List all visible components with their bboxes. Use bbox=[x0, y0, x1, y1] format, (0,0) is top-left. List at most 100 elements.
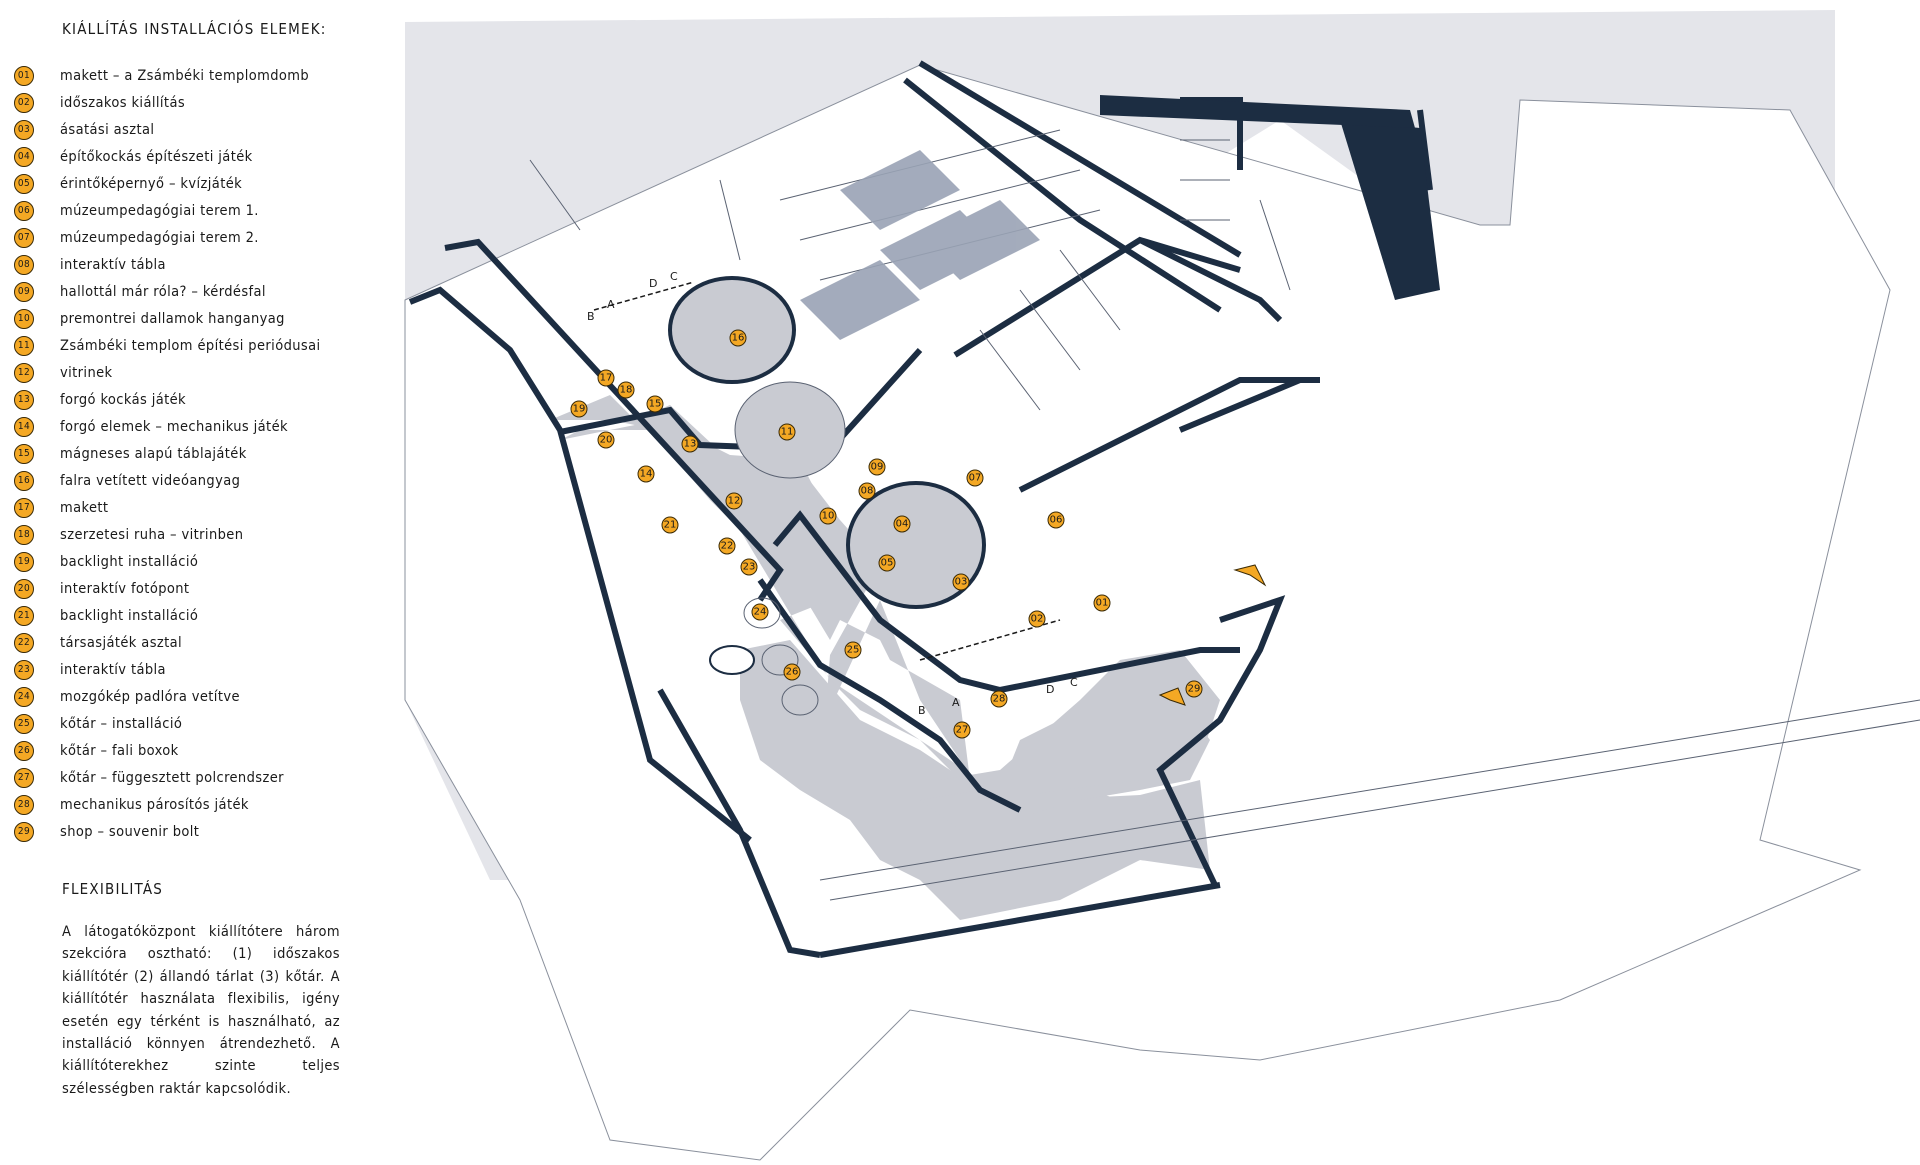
svg-text:20: 20 bbox=[600, 435, 613, 446]
marker-11: 11 bbox=[778, 423, 796, 441]
marker-01: 01 bbox=[1093, 594, 1111, 612]
legend-label: kőtár – installáció bbox=[60, 715, 183, 732]
marker-27: 27 bbox=[953, 721, 971, 739]
floor-projection-1 bbox=[743, 597, 781, 629]
flexibility-title: FLEXIBILITÁS bbox=[62, 880, 164, 898]
section-label-b: B bbox=[587, 310, 595, 323]
legend-label: premontrei dallamok hanganyag bbox=[60, 310, 285, 327]
legend-number-badge: 09 bbox=[14, 281, 34, 302]
legend-label: érintőképernyő – kvízjáték bbox=[60, 175, 243, 192]
marker-21: 21 bbox=[661, 516, 679, 534]
marker-28: 28 bbox=[990, 690, 1008, 708]
svg-text:24: 24 bbox=[754, 607, 767, 618]
svg-text:15: 15 bbox=[649, 399, 662, 410]
legend-number-badge: 15 bbox=[14, 443, 34, 464]
legend-label: múzeumpedagógiai terem 2. bbox=[60, 229, 259, 246]
legend-label: shop – souvenir bolt bbox=[60, 823, 200, 840]
marker-08: 08 bbox=[858, 482, 876, 500]
legend-number-badge: 18 bbox=[14, 524, 34, 545]
section-label-d: D bbox=[1046, 683, 1054, 696]
legend-number-badge: 16 bbox=[14, 470, 34, 491]
section-label-d: D bbox=[649, 277, 657, 290]
legend-label: szerzetesi ruha – vitrinben bbox=[60, 526, 244, 543]
legend-number-badge: 27 bbox=[14, 767, 34, 788]
marker-24: 24 bbox=[751, 603, 769, 621]
svg-text:04: 04 bbox=[896, 519, 909, 530]
svg-text:19: 19 bbox=[573, 404, 586, 415]
auditorium-seats bbox=[800, 150, 1040, 340]
legend-label: interaktív tábla bbox=[60, 661, 166, 678]
temporary-hall-floor bbox=[940, 650, 1220, 800]
legend-number-badge: 14 bbox=[14, 416, 34, 437]
legend-label: backlight installáció bbox=[60, 607, 199, 624]
legend-label: backlight installáció bbox=[60, 553, 199, 570]
marker-02: 02 bbox=[1028, 610, 1046, 628]
legend-number-badge: 11 bbox=[14, 335, 34, 356]
marker-22: 22 bbox=[718, 537, 736, 555]
legend-item: 05 érintőképernyő – kvízjáték bbox=[14, 170, 321, 197]
svg-text:28: 28 bbox=[993, 694, 1006, 705]
marker-18: 18 bbox=[617, 381, 635, 399]
legend-number-badge: 05 bbox=[14, 173, 34, 194]
legend-label: időszakos kiállítás bbox=[60, 94, 186, 111]
round-tower bbox=[709, 645, 755, 675]
legend-number-badge: 23 bbox=[14, 659, 34, 680]
legend-number-badge: 17 bbox=[14, 497, 34, 518]
legend-label: múzeumpedagógiai terem 1. bbox=[60, 202, 259, 219]
legend-label: építőkockás építészeti játék bbox=[60, 148, 253, 165]
marker-29: 29 bbox=[1185, 680, 1203, 698]
interior-lines bbox=[529, 129, 1920, 901]
legend-number-badge: 22 bbox=[14, 632, 34, 653]
dark-wall-right-top bbox=[1100, 95, 1415, 128]
legend-number-badge: 06 bbox=[14, 200, 34, 221]
legend-label: kőtár – függesztett polcrendszer bbox=[60, 769, 284, 786]
marker-10: 10 bbox=[819, 507, 837, 525]
svg-text:29: 29 bbox=[1188, 684, 1201, 695]
svg-text:27: 27 bbox=[956, 725, 969, 736]
svg-text:10: 10 bbox=[822, 511, 835, 522]
legend-number-badge: 02 bbox=[14, 92, 34, 113]
entrance-arrow-right[interactable] bbox=[1233, 564, 1267, 587]
section-label-a: A bbox=[952, 696, 960, 709]
svg-text:01: 01 bbox=[1096, 598, 1109, 609]
svg-text:08: 08 bbox=[861, 486, 874, 497]
legend-number-badge: 13 bbox=[14, 389, 34, 410]
legend-title: KIÁLLÍTÁS INSTALLÁCIÓS ELEMEK: bbox=[62, 20, 327, 38]
marker-15: 15 bbox=[646, 395, 664, 413]
marker-26: 26 bbox=[783, 663, 801, 681]
svg-text:21: 21 bbox=[664, 520, 677, 531]
legend-label: vitrinek bbox=[60, 364, 113, 381]
svg-text:25: 25 bbox=[847, 645, 860, 656]
marker-12: 12 bbox=[725, 492, 743, 510]
floor-projection-3 bbox=[781, 684, 819, 716]
svg-text:05: 05 bbox=[881, 558, 894, 569]
marker-13: 13 bbox=[681, 435, 699, 453]
svg-text:09: 09 bbox=[871, 462, 884, 473]
flexibility-text: A látogatóközpont kiállítótere három sze… bbox=[62, 924, 340, 1097]
svg-text:23: 23 bbox=[743, 562, 756, 573]
legend-number-badge: 07 bbox=[14, 227, 34, 248]
entrance-arrow-bottom[interactable] bbox=[1158, 687, 1186, 706]
legend-label: interaktív tábla bbox=[60, 256, 166, 273]
legend-number-badge: 21 bbox=[14, 605, 34, 626]
legend-label: társasjáték asztal bbox=[60, 634, 183, 651]
marker-03: 03 bbox=[952, 573, 970, 591]
legend-item: 22 társasjáték asztal bbox=[14, 629, 321, 656]
circular-room-04 bbox=[846, 481, 986, 609]
svg-text:26: 26 bbox=[786, 667, 799, 678]
svg-text:03: 03 bbox=[955, 577, 968, 588]
marker-23: 23 bbox=[740, 558, 758, 576]
